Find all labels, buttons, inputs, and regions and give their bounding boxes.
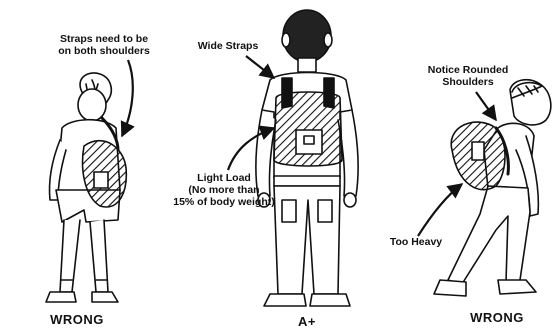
label-straps-line-2: on both shoulders: [44, 45, 164, 57]
label-too-heavy: Too Heavy: [378, 236, 454, 248]
label-rounded-line-1: Notice Rounded: [416, 64, 520, 76]
arrow-straps-both-shoulders: [122, 60, 133, 136]
grade-center: A+: [284, 314, 330, 329]
label-rounded-shoulders: Notice Rounded Shoulders: [416, 64, 520, 88]
label-rounded-line-2: Shoulders: [416, 76, 520, 88]
label-light-load-line-2: (No more than: [168, 184, 280, 196]
arrow-too-heavy: [418, 184, 462, 236]
boy-heavy-load-figure: [434, 80, 551, 296]
arrow-rounded-shoulders: [476, 92, 496, 120]
grade-left: WRONG: [42, 312, 112, 327]
grade-right: WRONG: [462, 310, 532, 325]
girl-one-strap-figure: [46, 73, 126, 302]
boy-both-straps-figure: [256, 10, 358, 306]
label-straps-line-1: Straps need to be: [44, 33, 164, 45]
label-wide-straps: Wide Straps: [188, 40, 268, 52]
arrow-wide-straps: [246, 56, 274, 78]
label-light-load: Light Load (No more than 15% of body wei…: [168, 172, 280, 208]
label-straps-both-shoulders: Straps need to be on both shoulders: [44, 33, 164, 57]
label-light-load-line-3: 15% of body weight): [168, 196, 280, 208]
label-light-load-line-1: Light Load: [168, 172, 280, 184]
